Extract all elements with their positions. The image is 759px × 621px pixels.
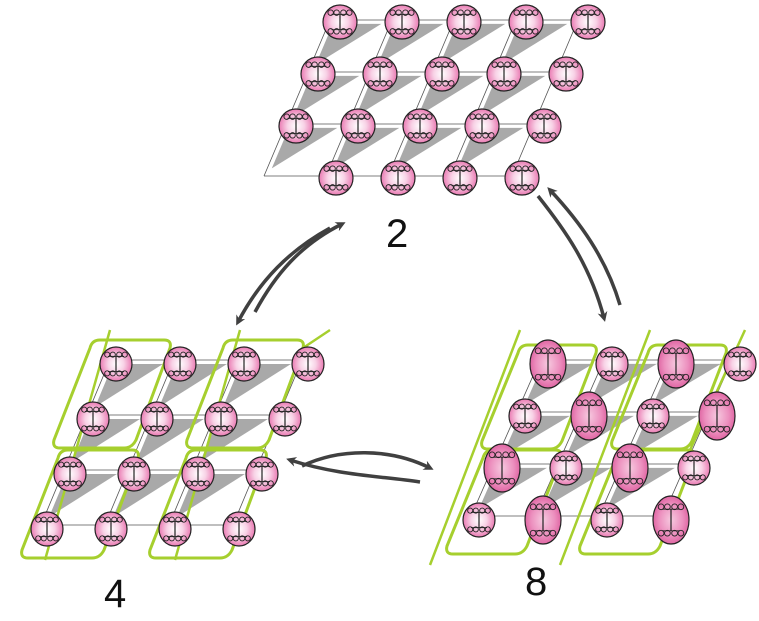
lattice-triangles	[271, 23, 568, 169]
pink-molecule-circle-icon	[508, 398, 542, 434]
lattice-line	[104, 359, 175, 526]
lattice-line	[534, 359, 605, 517]
pink-molecule-circle-icon	[117, 456, 151, 492]
pink-molecule-circle-icon	[291, 346, 325, 382]
equilibrium-arrows	[236, 187, 622, 484]
phase-4-lattice	[20, 328, 331, 561]
lattice-line	[168, 359, 239, 526]
pink-molecule-circle-icon	[462, 502, 496, 538]
lattice-line	[449, 19, 517, 177]
phase-label-8: 8	[525, 560, 548, 604]
pink-molecule-circle-icon	[446, 4, 482, 40]
pink-molecule-circle-icon	[340, 108, 376, 144]
phase-8-lattice	[428, 329, 757, 566]
pink-molecule-circle-icon	[384, 4, 420, 40]
lattice-line	[325, 19, 393, 177]
pink-molecule-circle-icon	[30, 511, 64, 547]
pink-molecule-circle-icon	[245, 456, 279, 492]
pink-molecule-circle-icon	[652, 495, 690, 545]
pink-molecule-circle-icon	[590, 502, 624, 538]
pink-molecule-circle-icon	[657, 339, 695, 389]
equilibrium-arrow-icon	[236, 226, 331, 326]
lattice-line	[40, 359, 111, 526]
phase-label-4: 4	[104, 572, 127, 616]
pink-molecule-circle-icon	[140, 401, 174, 437]
pink-molecule-circle-icon	[362, 56, 398, 92]
pink-molecule-circle-icon	[163, 346, 197, 382]
pink-molecule-circle-icon	[424, 56, 460, 92]
pink-molecule-circle-icon	[99, 346, 133, 382]
pink-molecule-circle-icon	[380, 160, 416, 196]
lattice-line	[598, 359, 669, 517]
pink-molecule-circle-icon	[549, 450, 583, 486]
lattice-triangles	[49, 364, 291, 517]
pink-molecule-circle-icon	[677, 450, 711, 486]
pink-molecule-circle-icon	[227, 346, 261, 382]
pink-molecule-circle-icon	[464, 108, 500, 144]
pink-molecule-circle-icon	[402, 108, 438, 144]
pink-molecule-circle-icon	[268, 401, 302, 437]
equilibrium-arrow-icon	[301, 451, 434, 470]
pink-molecule-circle-icon	[442, 160, 478, 196]
pink-molecule-circle-icon	[318, 160, 354, 196]
equilibrium-arrow-icon	[286, 457, 421, 484]
domain-outline	[148, 448, 268, 560]
lattice-line	[387, 19, 455, 177]
phase-2-lattice	[263, 4, 606, 196]
pink-molecule-circle-icon	[529, 339, 567, 389]
phase-label-2: 2	[386, 212, 409, 256]
lattice-lines	[40, 359, 303, 526]
pink-molecule-circle-icon	[158, 511, 192, 547]
pink-molecule-circle-icon	[595, 346, 629, 382]
equilibrium-arrow-icon	[253, 222, 346, 313]
pink-molecule-circle-icon	[278, 108, 314, 144]
pink-molecule-circle-icon	[723, 346, 757, 382]
domain-boundary-line	[558, 329, 652, 566]
pink-molecule-circle-icon	[181, 456, 215, 492]
pink-molecule-circle-icon	[526, 108, 562, 144]
pink-molecule-circle-icon	[53, 456, 87, 492]
pink-molecule-circle-icon	[300, 56, 336, 92]
pink-molecule-circle-icon	[204, 401, 238, 437]
pink-molecule-circle-icon	[698, 391, 736, 441]
pink-molecule-circle-icon	[94, 511, 128, 547]
pink-molecule-circle-icon	[504, 160, 540, 196]
pink-molecule-circle-icon	[222, 511, 256, 547]
pink-molecule-circle-icon	[322, 4, 358, 40]
equilibrium-arrow-icon	[547, 187, 622, 306]
pink-molecule-circle-icon	[636, 398, 670, 434]
pink-molecule-circle-icon	[508, 4, 544, 40]
pink-molecule-circle-icon	[483, 443, 521, 493]
lattice-line	[263, 19, 331, 177]
pink-molecule-circle-icon	[548, 56, 584, 92]
pink-molecule-circle-icon	[611, 443, 649, 493]
pink-molecule-circle-icon	[486, 56, 522, 92]
pink-molecule-circle-icon	[570, 4, 606, 40]
equilibrium-arrow-icon	[536, 194, 608, 322]
domain-outline	[185, 338, 305, 450]
domain-outline	[20, 448, 140, 560]
pink-molecule-circle-icon	[76, 401, 110, 437]
lattice-line	[470, 359, 541, 517]
pink-molecule-circle-icon	[570, 391, 608, 441]
domain-outline	[52, 338, 172, 450]
lattice-line	[511, 19, 579, 177]
pink-molecule-circle-icon	[524, 495, 562, 545]
domain-boundary-line	[428, 329, 522, 566]
